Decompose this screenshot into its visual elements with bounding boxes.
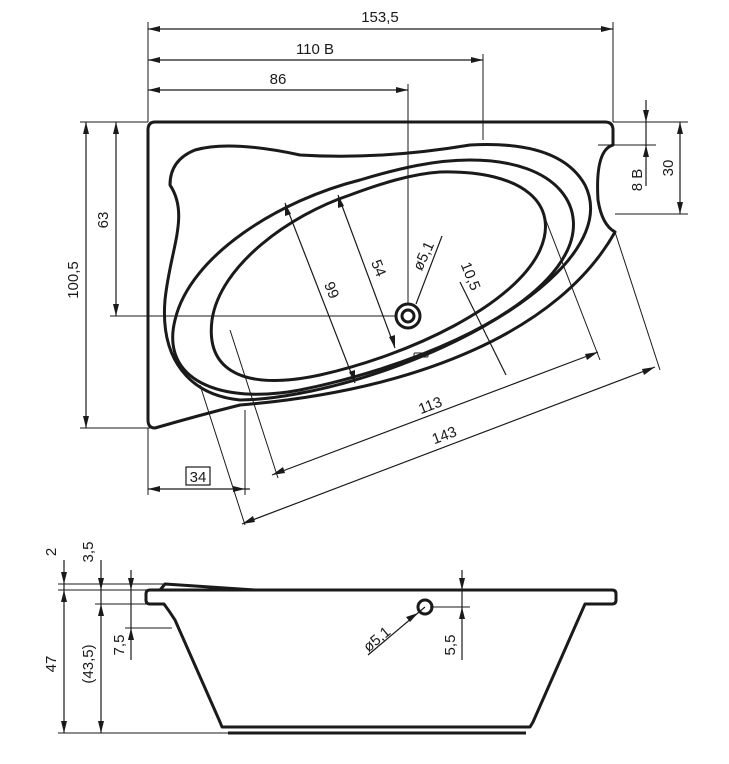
arrow (396, 87, 408, 93)
basin-ellipse-outer (171, 158, 575, 396)
drain-offset-label: 10,5 (457, 260, 484, 293)
drain-x-label: 86 (270, 71, 287, 88)
dim-inner-length (271, 351, 599, 476)
arrow (148, 57, 160, 63)
side-profile-outline (144, 588, 618, 729)
arrow (148, 486, 160, 492)
arrow (242, 516, 255, 524)
arrow (83, 122, 89, 134)
rim-thickness-label: 2 (43, 548, 60, 556)
rim-height-label: 3,5 (80, 542, 97, 563)
total-height-label: 47 (43, 656, 60, 673)
corner-offset-label: 34 (190, 469, 207, 486)
arrow (642, 367, 655, 375)
arrow (601, 26, 613, 32)
arrow (128, 628, 134, 640)
arrow (643, 110, 649, 122)
arrow (471, 57, 483, 63)
arrow (148, 87, 160, 93)
tub-rim-outline (146, 120, 617, 430)
arrow (272, 467, 285, 475)
arrow (98, 721, 104, 733)
arrow (349, 370, 355, 383)
side-view: ø5,1 5,5 2 47 3,5 (43,5) 7,5 (43, 542, 618, 735)
arrow (643, 145, 649, 157)
arrow (61, 721, 67, 733)
arrow (338, 195, 344, 208)
arrow (98, 578, 104, 590)
width-total-label: 153,5 (361, 9, 399, 26)
arrow (148, 26, 160, 32)
arrow (677, 122, 683, 134)
arrow (459, 578, 465, 590)
arrow (98, 604, 104, 616)
dim-outer-length (241, 366, 656, 525)
dim-inner-a (284, 202, 356, 384)
arrow (285, 203, 291, 216)
dim-inner-b (337, 194, 396, 349)
ext-inner-left (229, 329, 279, 479)
arrow (61, 590, 67, 602)
basin-ellipse-inner (209, 170, 547, 382)
ext-outer-left (199, 384, 246, 526)
ext-outer-right (614, 231, 661, 371)
side-offset-label: 30 (660, 160, 677, 177)
arrow (585, 352, 598, 360)
overflow-diameter-label: ø5,1 (360, 623, 394, 655)
inner-depth-label: (43,5) (80, 644, 97, 683)
arrow (61, 572, 67, 584)
overflow-mark (413, 352, 429, 358)
inner-width-a-label: 99 (320, 279, 342, 301)
ext-inner-right (539, 204, 601, 361)
arrow (113, 122, 119, 134)
arrow (128, 578, 134, 590)
arrow (83, 416, 89, 428)
arrow (113, 304, 119, 316)
top-view: 153,5 110 B 86 8 B 30 100,5 63 (65, 9, 688, 526)
step-height-label: 7,5 (111, 635, 128, 656)
arrow (389, 335, 395, 348)
arrow (233, 486, 245, 492)
rim-step-label: 110 B (296, 41, 334, 58)
outer-length-label: 143 (430, 423, 459, 448)
dim-drain-offset (459, 281, 507, 376)
drain-inner-circle (400, 308, 416, 324)
corner-offset-box (185, 466, 211, 486)
drain-y-label: 63 (95, 212, 112, 229)
rim-step-height-label: 8 B (629, 169, 646, 192)
arrow (677, 202, 683, 214)
inner-length-label: 113 (416, 394, 444, 418)
drain-outer-circle (394, 302, 422, 330)
depth-total-label: 100,5 (65, 261, 82, 299)
arrow (459, 607, 465, 619)
overflow-offset-label: 5,5 (442, 635, 459, 656)
arrow (406, 613, 418, 622)
inner-width-b-label: 54 (367, 257, 389, 279)
drain-leader (415, 235, 443, 305)
